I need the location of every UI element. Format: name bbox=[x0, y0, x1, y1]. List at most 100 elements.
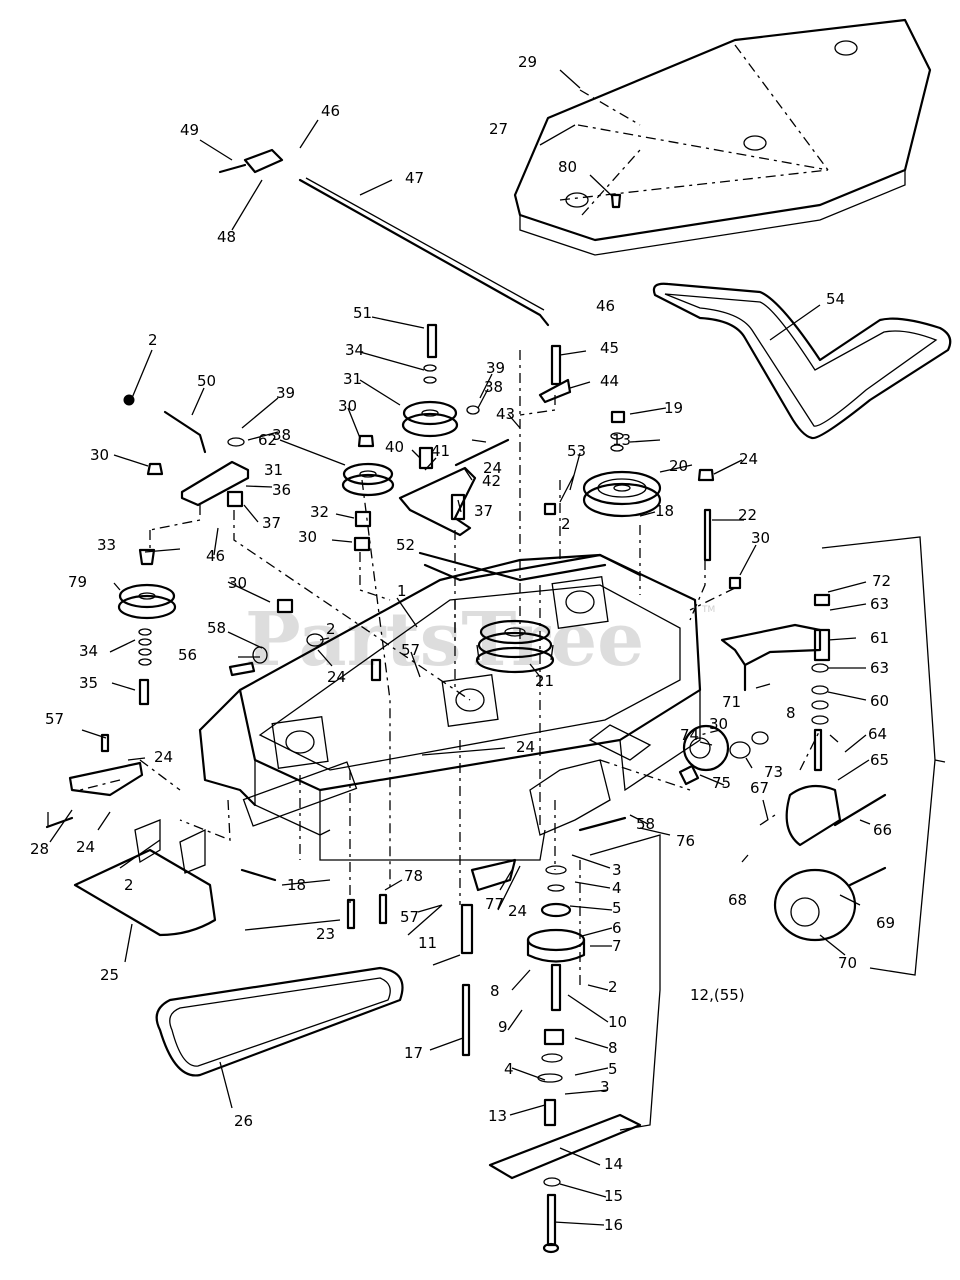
callout-36: 36 bbox=[272, 481, 291, 499]
callout-34: 34 bbox=[79, 642, 98, 660]
callout-56: 56 bbox=[178, 646, 197, 664]
callout-1: 1 bbox=[397, 582, 407, 600]
callout-24: 24 bbox=[739, 450, 758, 468]
callout-11: 11 bbox=[418, 934, 437, 952]
callout-18: 18 bbox=[287, 876, 306, 894]
callout-78: 78 bbox=[404, 867, 423, 885]
callout-33: 33 bbox=[97, 536, 116, 554]
callout-24: 24 bbox=[483, 459, 502, 477]
callout-4: 4 bbox=[504, 1060, 514, 1078]
callout-39: 39 bbox=[276, 384, 295, 402]
callout-2: 2 bbox=[608, 978, 618, 996]
callout-61: 61 bbox=[870, 629, 889, 647]
callout-57: 57 bbox=[400, 908, 419, 926]
callout-25: 25 bbox=[100, 966, 119, 984]
callout-20: 20 bbox=[669, 457, 688, 475]
deck-cover-part bbox=[513, 18, 932, 256]
rods-part bbox=[123, 148, 550, 454]
watermark-text: PartsTree bbox=[245, 597, 644, 683]
callout-52: 52 bbox=[396, 536, 415, 554]
pulley-20-part bbox=[582, 470, 662, 518]
callout-24: 24 bbox=[76, 838, 95, 856]
callout-46: 46 bbox=[321, 102, 340, 120]
callout-65: 65 bbox=[870, 751, 889, 769]
callout-44: 44 bbox=[600, 372, 619, 390]
callout-54: 54 bbox=[826, 290, 845, 308]
callout-73: 73 bbox=[764, 763, 783, 781]
leader-lines bbox=[47, 69, 871, 1226]
callout-30: 30 bbox=[709, 715, 728, 733]
callout-66: 66 bbox=[873, 821, 892, 839]
callout-49: 49 bbox=[180, 121, 199, 139]
callout-21: 21 bbox=[535, 672, 554, 690]
callout-8: 8 bbox=[786, 704, 796, 722]
callout-76: 76 bbox=[676, 832, 695, 850]
callout-77: 77 bbox=[485, 895, 504, 913]
callout-50: 50 bbox=[197, 372, 216, 390]
callout-3: 3 bbox=[600, 1078, 610, 1096]
callout-62: 62 bbox=[258, 431, 277, 449]
callout-31: 31 bbox=[264, 461, 283, 479]
callout-2: 2 bbox=[326, 620, 336, 638]
callout-42: 42 bbox=[482, 472, 501, 490]
callout-13: 13 bbox=[612, 431, 631, 449]
callout-60: 60 bbox=[870, 692, 889, 710]
callout-12-55: 12,(55) bbox=[690, 986, 745, 1004]
callout-19: 19 bbox=[664, 399, 683, 417]
callout-5: 5 bbox=[608, 1060, 618, 1078]
callout-30: 30 bbox=[298, 528, 317, 546]
callout-75: 75 bbox=[712, 774, 731, 792]
callout-15: 15 bbox=[604, 1187, 623, 1205]
bracket-lines bbox=[589, 536, 946, 1131]
callout-64: 64 bbox=[868, 725, 887, 743]
callout-38: 38 bbox=[272, 426, 291, 444]
callout-30: 30 bbox=[338, 397, 357, 415]
callout-41: 41 bbox=[431, 442, 450, 460]
assembly-lines bbox=[79, 89, 821, 990]
idler-pulleys-part bbox=[117, 400, 459, 706]
callout-23: 23 bbox=[316, 925, 335, 943]
callout-72: 72 bbox=[872, 572, 891, 590]
callout-2: 2 bbox=[561, 515, 571, 533]
callout-30: 30 bbox=[90, 446, 109, 464]
callout-labels: 2 2 2 2 2 1 3 3 4 4 5 5 6 7 8 8 8 9 10 1… bbox=[30, 53, 895, 1234]
callout-24: 24 bbox=[327, 668, 346, 686]
callout-17: 17 bbox=[404, 1044, 423, 1062]
callout-39: 39 bbox=[486, 359, 505, 377]
callout-13: 13 bbox=[488, 1107, 507, 1125]
bolts-part bbox=[45, 733, 627, 930]
spindle-assembly-part bbox=[460, 865, 642, 1254]
callout-53: 53 bbox=[567, 442, 586, 460]
callout-43: 43 bbox=[496, 405, 515, 423]
callout-48: 48 bbox=[217, 228, 236, 246]
watermark: PartsTree TM bbox=[245, 597, 715, 683]
callout-70: 70 bbox=[838, 954, 857, 972]
callout-29: 29 bbox=[518, 53, 537, 71]
callout-7: 7 bbox=[612, 937, 622, 955]
callout-6: 6 bbox=[612, 919, 622, 937]
callout-69: 69 bbox=[876, 914, 895, 932]
callout-58: 58 bbox=[207, 619, 226, 637]
callout-58: 58 bbox=[636, 815, 655, 833]
callout-63: 63 bbox=[870, 659, 889, 677]
callout-9: 9 bbox=[498, 1018, 508, 1036]
callout-31: 31 bbox=[343, 370, 362, 388]
baffle-and-belt-part bbox=[73, 819, 404, 1077]
callout-14: 14 bbox=[604, 1155, 623, 1173]
callout-80: 80 bbox=[558, 158, 577, 176]
callout-37: 37 bbox=[262, 514, 281, 532]
callout-18: 18 bbox=[655, 502, 674, 520]
callout-5: 5 bbox=[612, 899, 622, 917]
watermark-trademark: TM bbox=[701, 605, 715, 615]
gauge-wheel-part bbox=[68, 593, 887, 942]
callout-74: 74 bbox=[680, 726, 699, 744]
callout-57: 57 bbox=[401, 641, 420, 659]
upper-belt-part bbox=[652, 282, 952, 440]
callout-30: 30 bbox=[751, 529, 770, 547]
callout-34: 34 bbox=[345, 341, 364, 359]
callout-30: 30 bbox=[228, 574, 247, 592]
callout-35: 35 bbox=[79, 674, 98, 692]
callout-8: 8 bbox=[608, 1039, 618, 1057]
callout-32: 32 bbox=[310, 503, 329, 521]
